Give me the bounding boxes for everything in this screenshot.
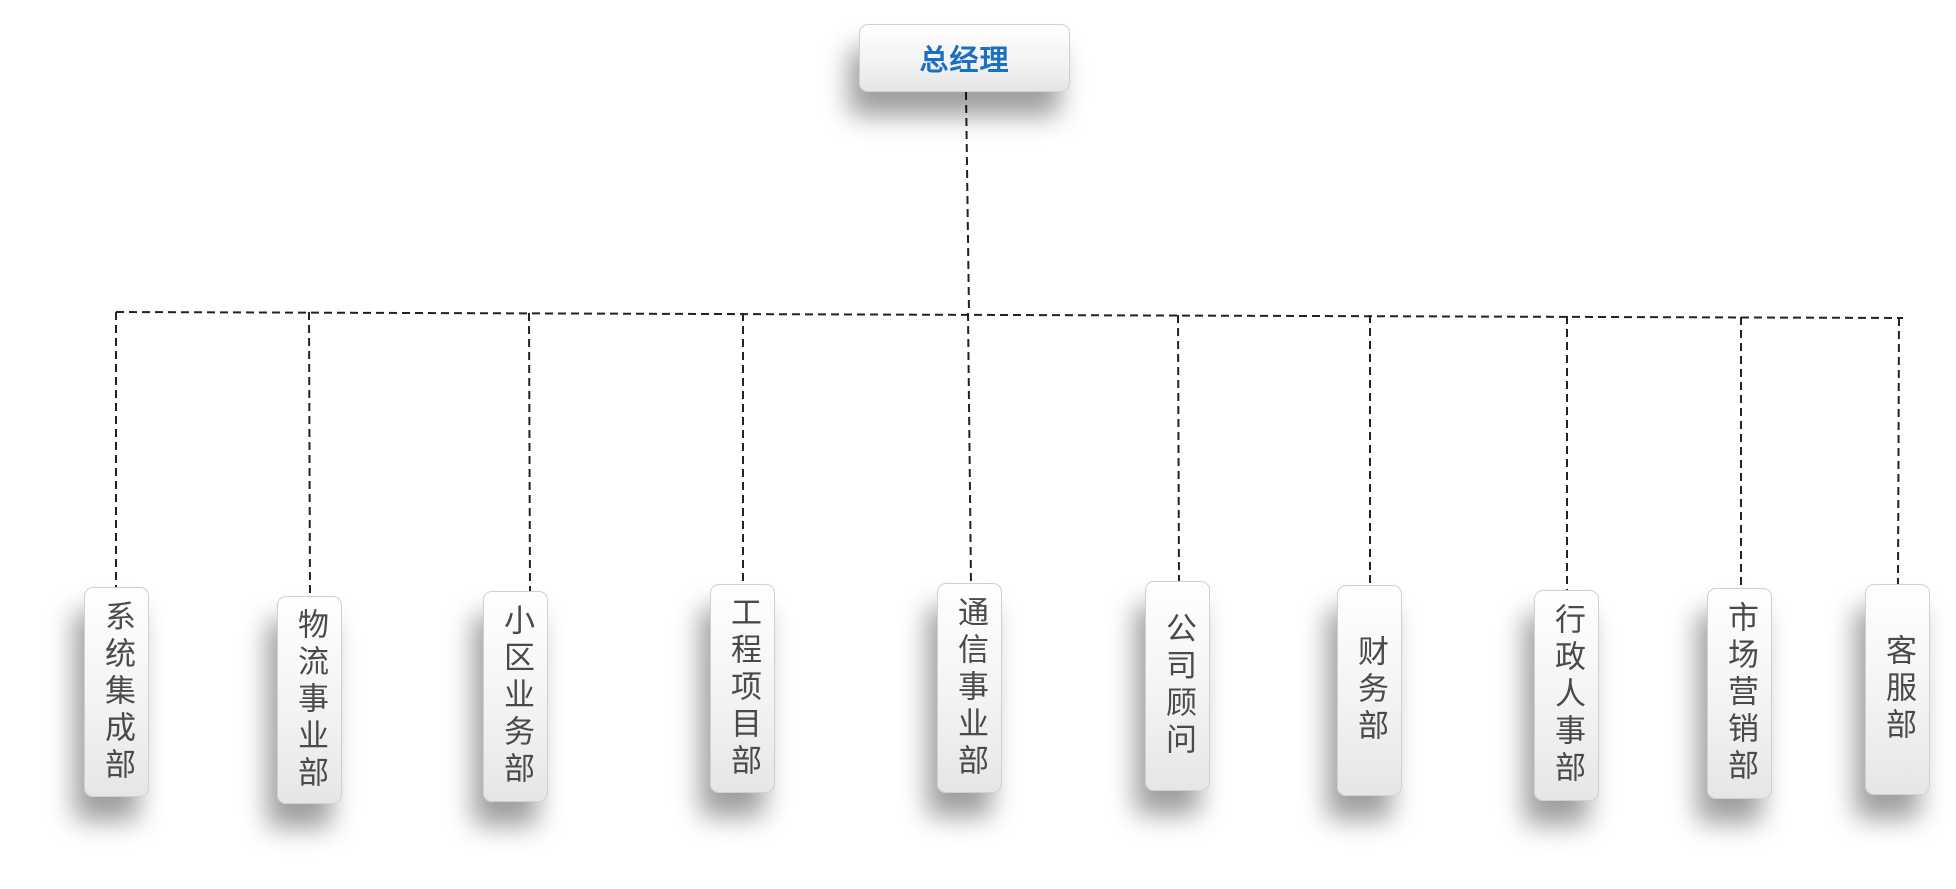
general-manager-box: 总经理 — [859, 24, 1070, 92]
dept-label: 系统集成部 — [99, 599, 135, 785]
dept-box-admin-hr: 行政人事部 — [1534, 590, 1599, 801]
dept-box-company-advisor: 公司顾问 — [1145, 581, 1210, 791]
dept-box-marketing: 市场营销部 — [1707, 588, 1772, 799]
dept-box-system-integration: 系统集成部 — [84, 587, 149, 797]
connector-branch-2 — [308, 311, 311, 597]
dept-box-finance: 财务部 — [1337, 585, 1402, 796]
connector-branch-10 — [1897, 317, 1900, 585]
dept-box-engineering-projects: 工程项目部 — [710, 584, 775, 793]
dept-box-community-business: 小区业务部 — [483, 591, 548, 802]
connector-horizontal-bus — [115, 311, 1904, 319]
dept-label: 物流事业部 — [292, 607, 328, 793]
dept-label: 行政人事部 — [1549, 603, 1585, 788]
dept-label: 公司顾问 — [1160, 612, 1196, 760]
connector-branch-3 — [528, 312, 531, 592]
dept-label: 财务部 — [1352, 635, 1388, 746]
connector-branch-5 — [967, 312, 972, 584]
connector-branch-6 — [1177, 314, 1180, 582]
dept-label: 工程项目部 — [725, 596, 761, 781]
dept-label: 市场营销部 — [1722, 601, 1758, 786]
dept-label: 通信事业部 — [952, 595, 988, 781]
connector-root-trunk — [965, 91, 970, 313]
general-manager-label: 总经理 — [919, 43, 1010, 77]
dept-box-customer-service: 客服部 — [1865, 584, 1930, 795]
dept-label: 客服部 — [1880, 634, 1916, 745]
dept-box-communications: 通信事业部 — [937, 583, 1002, 793]
dept-box-logistics: 物流事业部 — [277, 596, 342, 804]
dept-label: 小区业务部 — [498, 604, 534, 789]
